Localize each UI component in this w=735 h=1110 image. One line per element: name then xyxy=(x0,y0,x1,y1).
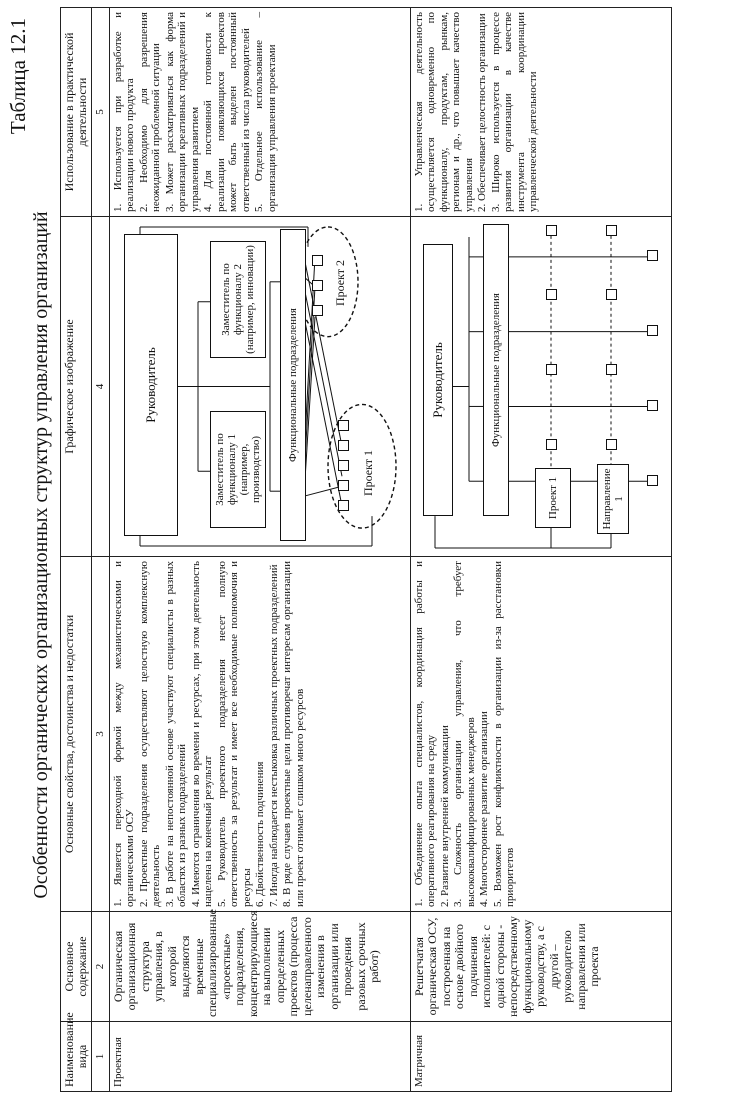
matrix-node-square xyxy=(545,225,557,236)
matrix-node-square xyxy=(605,439,617,450)
project-1-member-square xyxy=(337,420,349,431)
header-content: Основное содержание xyxy=(60,911,92,1022)
property-item: 7. Иногда наблюдается нестыковка различн… xyxy=(267,564,280,907)
header-type: Наименование вида xyxy=(60,1012,92,1092)
row-usage: 1. Используется при разработке и реализа… xyxy=(109,7,410,217)
project-diagram-cell: Руководитель Заместитель по функционалу … xyxy=(109,216,410,557)
usage-item: 5. Отдельное использование – организация… xyxy=(253,12,278,212)
deputy-2-box: Заместитель по функционалу 2 (например, … xyxy=(209,241,266,358)
col-num-2: 2 xyxy=(91,911,109,1022)
property-item: 4. Имеются ограничения во времени и ресу… xyxy=(189,561,215,907)
matrix-node-square xyxy=(605,364,617,375)
usage-item: 2. Необходимо для разрешения неожиданной… xyxy=(137,12,163,212)
matrix-connector-lines xyxy=(434,226,651,549)
matrix-node-square xyxy=(545,289,557,300)
deputy-1-box: Заместитель по функционалу 1 (например, … xyxy=(209,411,266,528)
direction-1-box: Направление 1 xyxy=(596,464,629,534)
project-1-box: Проект 1 xyxy=(534,468,571,528)
header-usage: Использование в практической деятельност… xyxy=(60,7,92,217)
project-1-member-square xyxy=(337,500,349,511)
matrix-node-square xyxy=(545,439,557,450)
row-content: Органическая организационная структура у… xyxy=(109,909,410,1022)
property-item: 5. Возможен рост конфликтности в организ… xyxy=(491,561,517,907)
col-num-4: 4 xyxy=(91,216,109,557)
project-1-member-square xyxy=(337,440,349,451)
usage-item: 2. Обеспечивает целостность организации xyxy=(476,13,488,212)
row-properties: 1. Объединение опыта специалистов, коорд… xyxy=(410,556,671,912)
col-num-3: 3 xyxy=(91,556,109,912)
row-type-name: Проектная xyxy=(109,1021,410,1092)
matrix-node-square xyxy=(646,325,658,336)
functional-units-box: Функциональные подразделения xyxy=(279,229,306,541)
property-item: 2. Развитие внутренней коммуникации xyxy=(438,725,451,907)
header-properties: Основные свойства, достоинства и недоста… xyxy=(60,556,92,912)
property-item: 1. Объединение опыта специалистов, коорд… xyxy=(412,561,438,907)
usage-item: 3. Широко используется в процессе развит… xyxy=(489,12,540,212)
project-1-member-square xyxy=(337,460,349,471)
usage-item: 3. Может рассматриваться как форма орган… xyxy=(163,12,201,212)
head-box: Руководитель xyxy=(123,234,178,536)
row-properties: 1. Является переходной формой между меха… xyxy=(109,556,410,912)
matrix-node-square xyxy=(605,225,617,236)
header-diagram: Графическое изображение xyxy=(60,216,92,557)
matrix-node-square xyxy=(646,475,658,486)
property-item: 3. В работе на непостоянной основе участ… xyxy=(163,561,189,907)
matrix-diagram-cell: Руководитель Функциональные подразделени… xyxy=(410,216,671,557)
project-2-member-square xyxy=(311,305,323,316)
project-1-label: Проект 1 xyxy=(360,449,375,496)
table-row-project: Проектная Органическая организационная с… xyxy=(109,7,410,1092)
table-number: Таблица 12.1 xyxy=(6,18,30,135)
matrix-functional-box: Функциональные подразделения xyxy=(482,224,509,516)
usage-item: 1. Управленческая деятельность осуществл… xyxy=(412,12,475,212)
usage-item: 1. Используется при разработке и реализа… xyxy=(111,12,137,212)
property-item: 3. Сложность организации управления, что… xyxy=(452,561,477,907)
project-structure-diagram: Руководитель Заместитель по функционалу … xyxy=(110,217,410,556)
matrix-node-square xyxy=(605,289,617,300)
property-item: 2. Проектные подразделения осуществляют … xyxy=(137,561,163,907)
row-type-name: Матричная xyxy=(410,1021,671,1092)
matrix-node-square xyxy=(646,250,658,261)
matrix-node-square xyxy=(545,364,557,375)
property-item: 4. Многостороннее развитие организации xyxy=(478,711,490,907)
project-2-label: Проект 2 xyxy=(332,259,347,306)
project-2-member-square xyxy=(311,255,323,266)
property-item: 6. Двойственность подчинения xyxy=(254,761,266,907)
property-item: 8. В ряде случаев проектные цели противо… xyxy=(281,561,306,907)
matrix-head-box: Руководитель xyxy=(422,244,453,516)
matrix-structure-diagram: Руководитель Функциональные подразделени… xyxy=(411,217,671,556)
usage-item: 4. Для постоянной готовности к реализаци… xyxy=(202,12,252,212)
col-num-1: 1 xyxy=(91,1021,109,1092)
row-content: Решетчатая органическая ОСУ, построенная… xyxy=(410,911,671,1022)
property-item: 1. Является переходной формой между меха… xyxy=(111,561,137,907)
structures-table: Наименование вида Основное содержание Ос… xyxy=(60,7,672,1092)
table-title: Особенности органических организационных… xyxy=(30,211,52,899)
col-num-5: 5 xyxy=(91,7,109,217)
row-usage: 1. Управленческая деятельность осуществл… xyxy=(410,7,671,217)
property-item: 5. Руководитель проектного подразделения… xyxy=(215,561,253,907)
column-number-row: 1 2 3 4 5 xyxy=(91,7,109,1092)
table-row-matrix: Матричная Решетчатая органическая ОСУ, п… xyxy=(410,7,671,1092)
header-row: Наименование вида Основное содержание Ос… xyxy=(60,7,92,1092)
matrix-node-square xyxy=(646,400,658,411)
project-1-member-square xyxy=(337,480,349,491)
project-2-member-square xyxy=(311,280,323,291)
